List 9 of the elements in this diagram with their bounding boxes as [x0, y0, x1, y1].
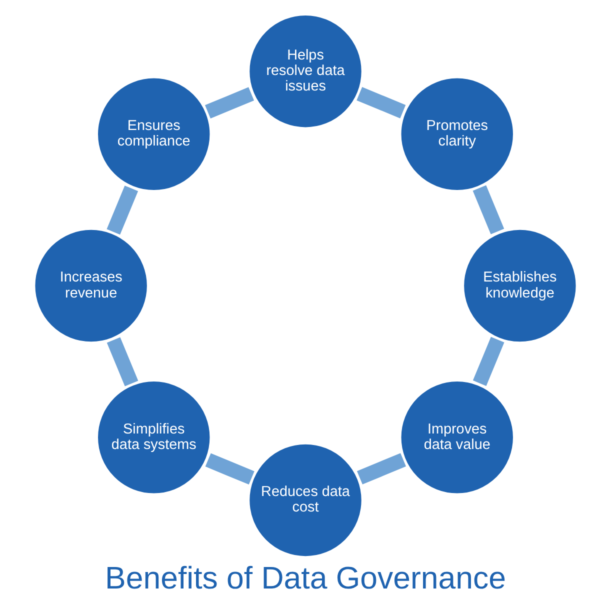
connector — [106, 186, 138, 235]
connector — [204, 87, 254, 118]
connector — [356, 87, 406, 118]
connector — [356, 453, 406, 484]
connector — [106, 337, 138, 386]
connector — [472, 185, 504, 234]
connector — [204, 453, 254, 485]
diagram-title: Benefits of Data Governance — [104, 560, 506, 596]
connector — [472, 336, 504, 386]
